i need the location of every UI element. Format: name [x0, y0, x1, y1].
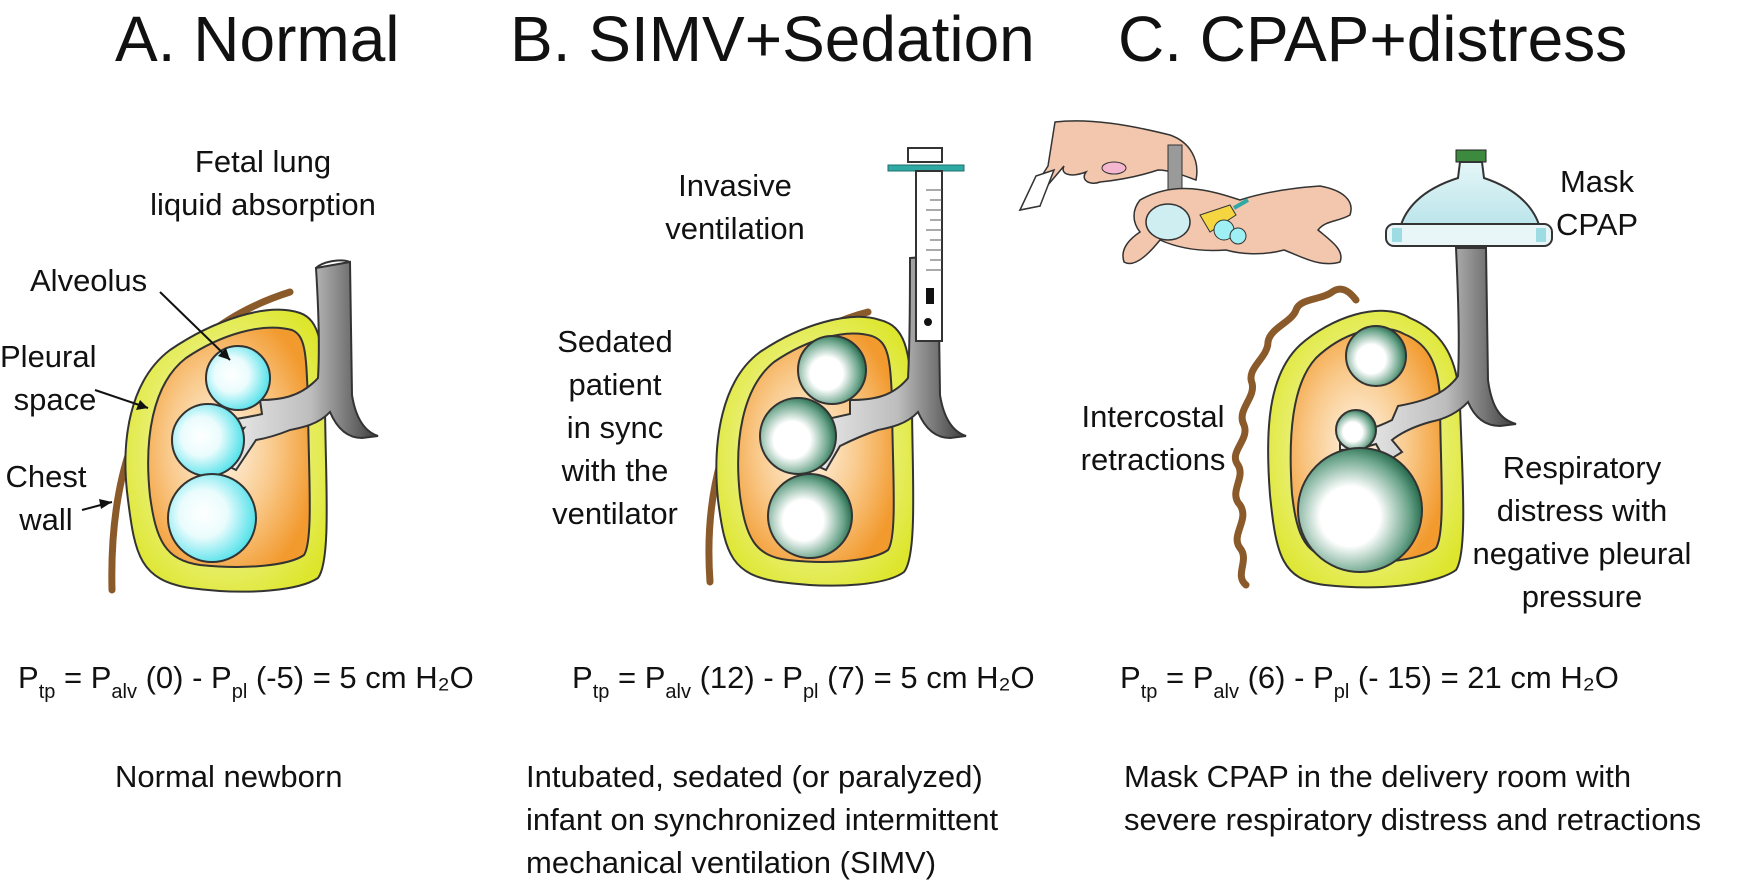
alveolus-c-mid — [1335, 409, 1377, 451]
label-mask-line2: CPAP — [1555, 207, 1639, 242]
infant-mask-illustration — [1018, 120, 1352, 265]
label-chest-line1: Chest — [5, 459, 87, 494]
alveolus-a-bottom — [167, 473, 257, 563]
title-panel-b: B. SIMV+Sedation — [510, 3, 1035, 75]
alveolus-a-mid — [171, 403, 245, 477]
label-resp-line1: Respiratory — [1502, 450, 1662, 485]
label-sedated-line3: in sync — [566, 410, 664, 445]
label-fetal-lung-line2: liquid absorption — [150, 187, 376, 222]
eq-b-pl: pl — [802, 681, 819, 703]
alveolus-b-bottom — [767, 473, 853, 559]
label-pleural-line2: space — [13, 382, 97, 417]
caption-c-line1: Mask CPAP in the delivery room with — [1124, 759, 1632, 794]
label-fetal-lung: Fetal lung liquid absorption — [118, 140, 408, 226]
title-panel-c: C. CPAP+distress — [1118, 3, 1628, 75]
label-intercostal-line2: retractions — [1080, 442, 1226, 477]
eq-c-pl: pl — [1333, 681, 1350, 703]
eq-a-eq1: = P — [55, 660, 112, 695]
eq-c-eq1: = P — [1157, 660, 1214, 695]
eq-c-end: (- 15) = 21 cm H₂O — [1349, 660, 1619, 695]
panel-c-lung-illustration — [1232, 149, 1553, 589]
panel-b-lung-illustration — [705, 147, 967, 587]
label-sedated-patient: Sedated patient in sync with the ventila… — [535, 320, 695, 535]
title-panel-a: A. Normal — [115, 3, 400, 75]
eq-b-tp: tp — [592, 681, 610, 703]
label-chest-line2: wall — [19, 502, 73, 537]
eq-b-p: P — [572, 660, 593, 695]
label-mask-cpap: Mask CPAP — [1542, 160, 1652, 246]
eq-c-tp: tp — [1140, 681, 1158, 703]
equation-panel-c: Ptp = Palv (6) - Ppl (- 15) = 21 cm H₂O — [1120, 658, 1619, 702]
label-chest-wall: Chest wall — [0, 455, 92, 541]
eq-b-eq1: = P — [609, 660, 666, 695]
airway-a — [208, 260, 379, 472]
eq-c-mid: (6) - P — [1238, 660, 1334, 695]
eq-b-alv: alv — [665, 681, 691, 703]
equation-panel-a: Ptp = Palv (0) - Ppl (-5) = 5 cm H₂O — [18, 658, 474, 702]
airway-c — [1339, 247, 1517, 464]
caption-panel-b: Intubated, sedated (or paralyzed) infant… — [526, 755, 998, 884]
eq-c-p: P — [1120, 660, 1141, 695]
eq-b-end: (7) = 5 cm H₂O — [818, 660, 1035, 695]
eq-a-tp: tp — [38, 681, 56, 703]
alveolus-b-mid — [759, 397, 837, 475]
alveolus-c-bottom — [1297, 447, 1423, 573]
label-respiratory-distress: Respiratory distress with negative pleur… — [1452, 446, 1712, 618]
label-invasive-line1: Invasive — [678, 168, 792, 203]
label-sedated-line5: ventilator — [552, 496, 678, 531]
eq-b-mid: (12) - P — [690, 660, 803, 695]
eq-a-pl: pl — [231, 681, 248, 703]
caption-c-line2: severe respiratory distress and retracti… — [1124, 802, 1702, 837]
equation-panel-b: Ptp = Palv (12) - Ppl (7) = 5 cm H₂O — [572, 658, 1035, 702]
eq-a-alv: alv — [111, 681, 137, 703]
label-fetal-lung-line1: Fetal lung — [194, 144, 332, 179]
label-intercostal-line1: Intercostal — [1081, 399, 1225, 434]
label-resp-line3: negative pleural — [1472, 536, 1692, 571]
panel-a-lung-illustration — [81, 259, 379, 594]
label-mask-line1: Mask — [1559, 164, 1635, 199]
label-invasive-ventilation: Invasive ventilation — [640, 164, 830, 250]
alveolus-a-top — [205, 345, 271, 411]
label-sedated-line1: Sedated — [557, 324, 673, 359]
label-pleural-space: Pleural space — [0, 335, 110, 421]
caption-b-line2: infant on synchronized intermittent — [526, 802, 999, 837]
label-invasive-line2: ventilation — [665, 211, 805, 246]
infant-mask — [1145, 203, 1191, 241]
label-resp-line4: pressure — [1521, 579, 1643, 614]
label-alveolus: Alveolus — [30, 263, 148, 298]
eq-a-end: (-5) = 5 cm H₂O — [247, 660, 474, 695]
alveolus-c-top — [1345, 325, 1407, 387]
cpap-mask — [1385, 149, 1553, 247]
label-pleural-line1: Pleural — [0, 339, 97, 374]
eq-a-p: P — [18, 660, 39, 695]
caption-panel-c: Mask CPAP in the delivery room with seve… — [1124, 755, 1701, 841]
caption-b-line1: Intubated, sedated (or paralyzed) — [526, 759, 983, 794]
label-sedated-line2: patient — [568, 367, 662, 402]
alveolus-b-top — [797, 335, 867, 405]
caption-panel-a: Normal newborn — [115, 759, 343, 794]
caption-b-line3: mechanical ventilation (SIMV) — [526, 845, 937, 880]
retracted-chest-wall-c — [1232, 285, 1360, 589]
alveolus-pointer — [159, 291, 231, 361]
endotracheal-tube — [887, 147, 965, 342]
label-sedated-line4: with the — [561, 453, 669, 488]
label-resp-line2: distress with — [1496, 493, 1668, 528]
label-intercostal-retractions: Intercostal retractions — [1068, 395, 1238, 481]
eq-c-alv: alv — [1213, 681, 1239, 703]
infant-body — [1122, 185, 1352, 265]
eq-a-mid: (0) - P — [136, 660, 232, 695]
